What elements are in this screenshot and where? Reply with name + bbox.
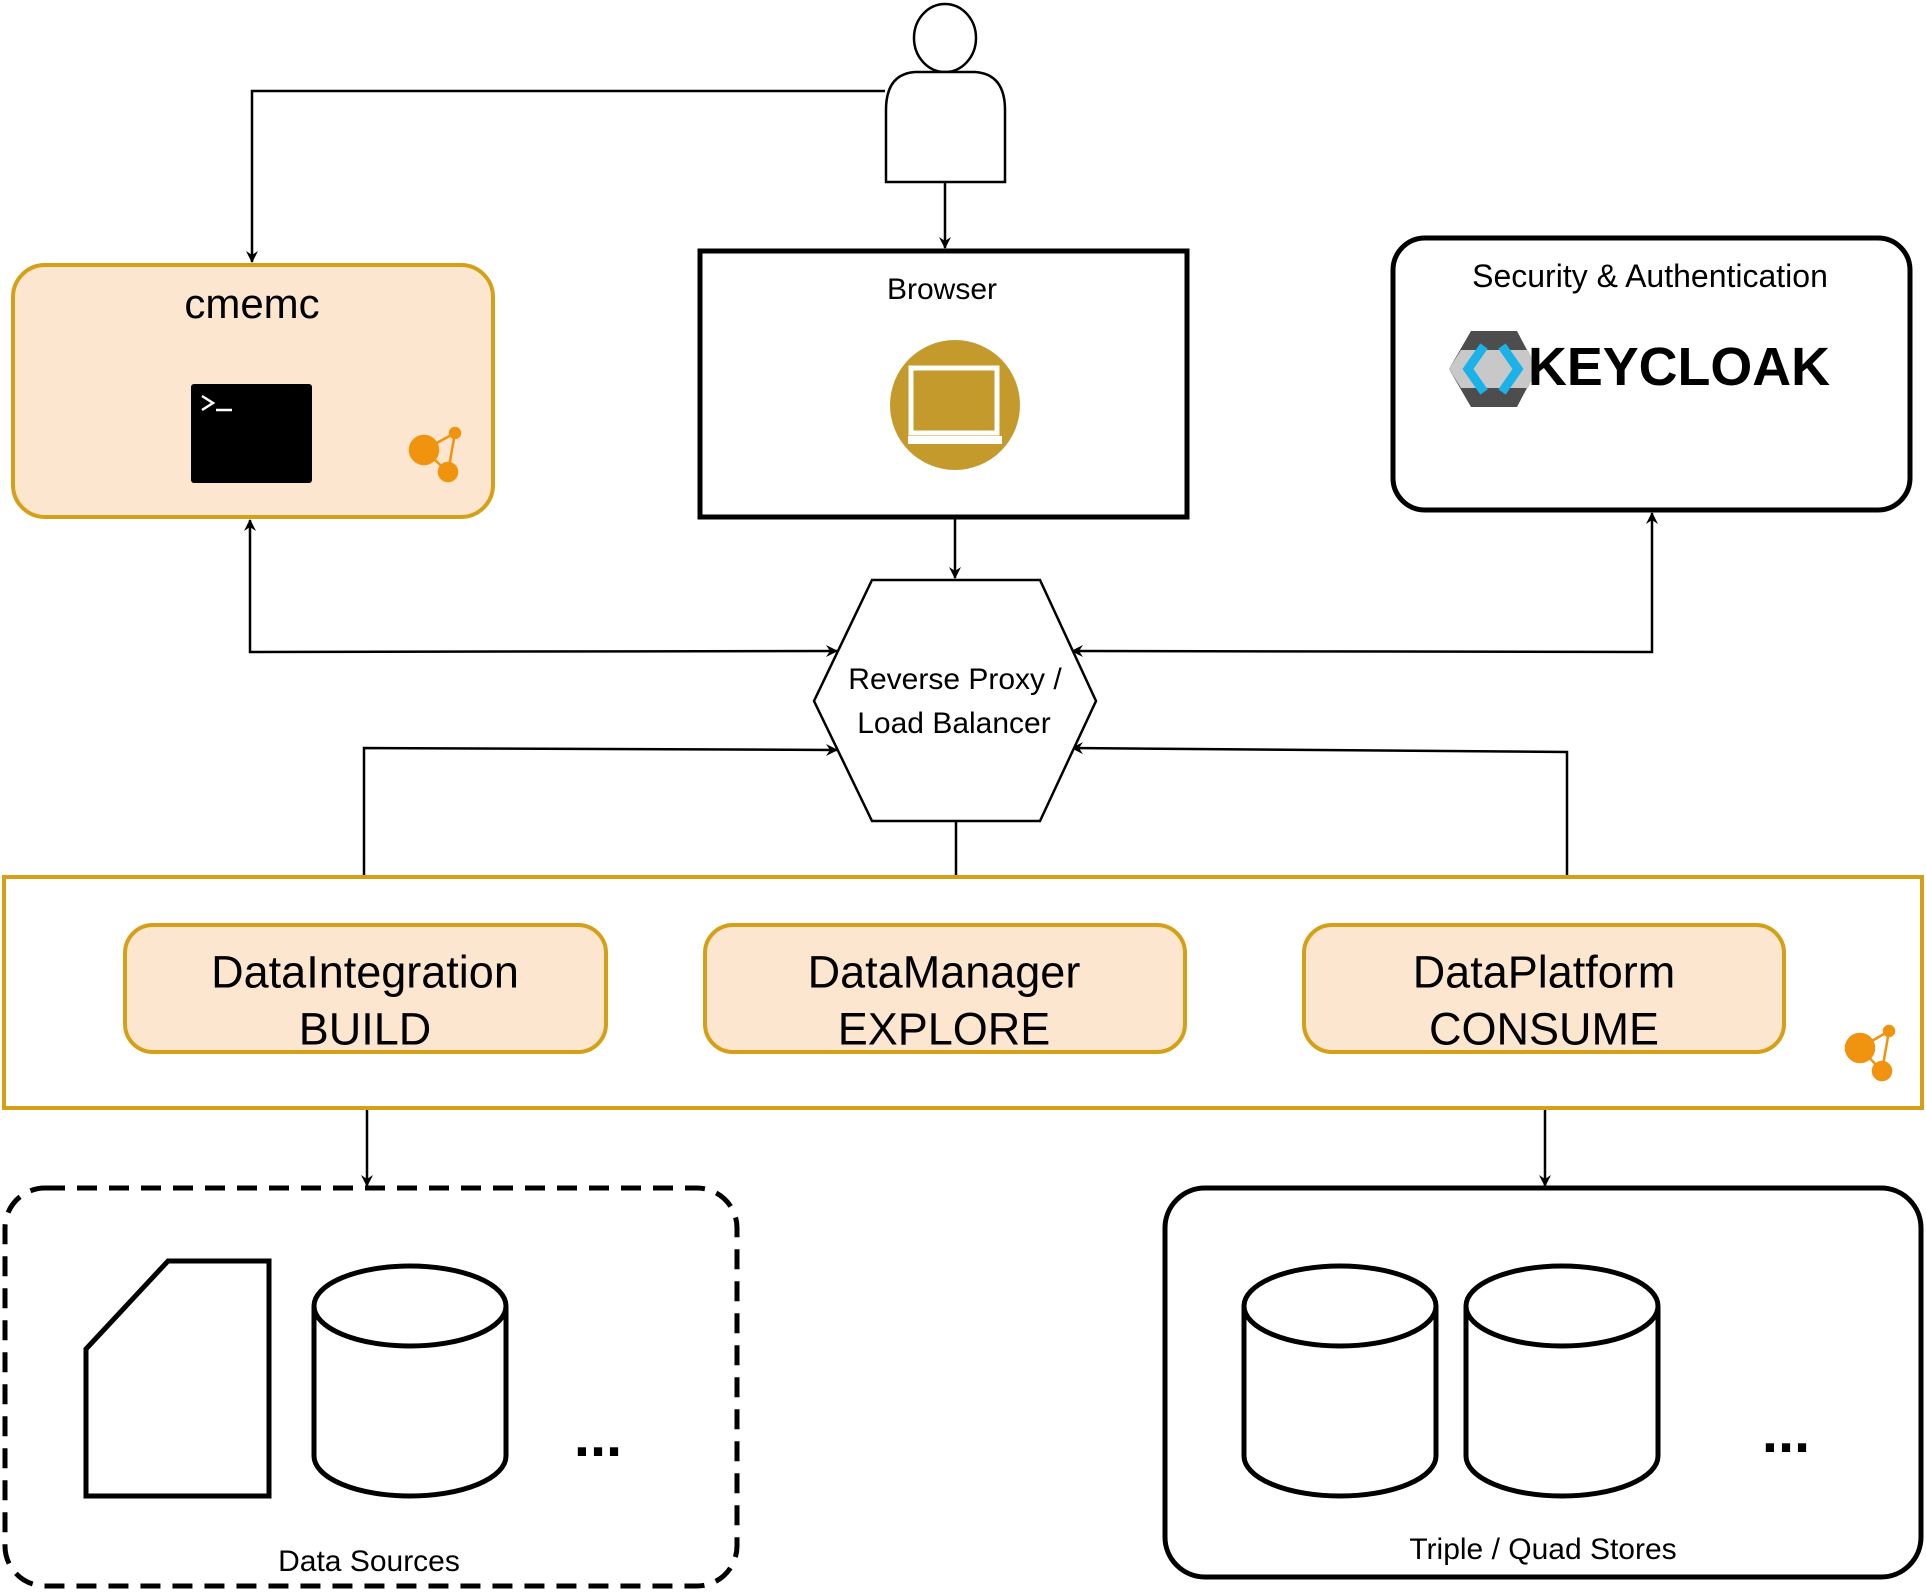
data-manager-box[interactable]: DataManager EXPLORE [703,923,1187,1055]
data-sources-ellipsis: ... [574,1404,622,1469]
cmemc-title: cmemc [184,280,319,327]
proxy-line2: Load Balancer [857,707,1050,740]
data-manager-role: EXPLORE [838,1004,1051,1055]
data-manager-name: DataManager [808,947,1081,998]
cmemc-box[interactable]: cmemc [11,263,495,519]
data-platform-name: DataPlatform [1413,947,1676,998]
keycloak-logo-text: KEYCLOAK [1528,337,1830,397]
graph-node-icon [1844,1024,1896,1082]
edge-keycloak-proxy [1071,512,1658,658]
user-icon [884,2,1007,184]
connectors [244,89,1658,1187]
proxy-line1: Reverse Proxy / [848,663,1062,696]
data-integration-box[interactable]: DataIntegration BUILD [123,923,608,1055]
data-integration-name: DataIntegration [211,947,519,998]
security-box[interactable]: Security & Authentication KEYCLOAK [1390,235,1913,513]
keycloak-logo: KEYCLOAK [1449,331,1830,407]
data-integration-role: BUILD [299,1004,432,1055]
security-title: Security & Authentication [1472,258,1828,294]
terminal-icon [191,384,312,483]
file-icon [83,1258,272,1499]
browser-title: Browser [887,273,997,306]
database-icon [311,1263,509,1499]
monitor-icon [890,340,1020,470]
graph-node-icon [408,426,462,483]
browser-box[interactable]: Browser [697,248,1190,520]
database-icon [1241,1263,1439,1499]
edge-cmemc-proxy [244,519,838,658]
edge-user-to-cmemc [246,89,885,263]
data-platform-role: CONSUME [1429,1004,1659,1055]
triple-stores-box[interactable]: ... Triple / Quad Stores [1162,1185,1924,1580]
data-sources-box[interactable]: ... Data Sources [2,1185,740,1589]
triple-stores-ellipsis: ... [1762,1400,1810,1465]
reverse-proxy-node[interactable]: Reverse Proxy / Load Balancer [812,578,1098,823]
data-platform-box[interactable]: DataPlatform CONSUME [1302,923,1786,1055]
data-sources-label: Data Sources [278,1545,460,1578]
triple-stores-label: Triple / Quad Stores [1409,1533,1676,1566]
edge-proxy-dataplatform [1071,742,1573,923]
edge-proxy-dataintegration [358,743,838,923]
database-icon [1463,1263,1661,1499]
